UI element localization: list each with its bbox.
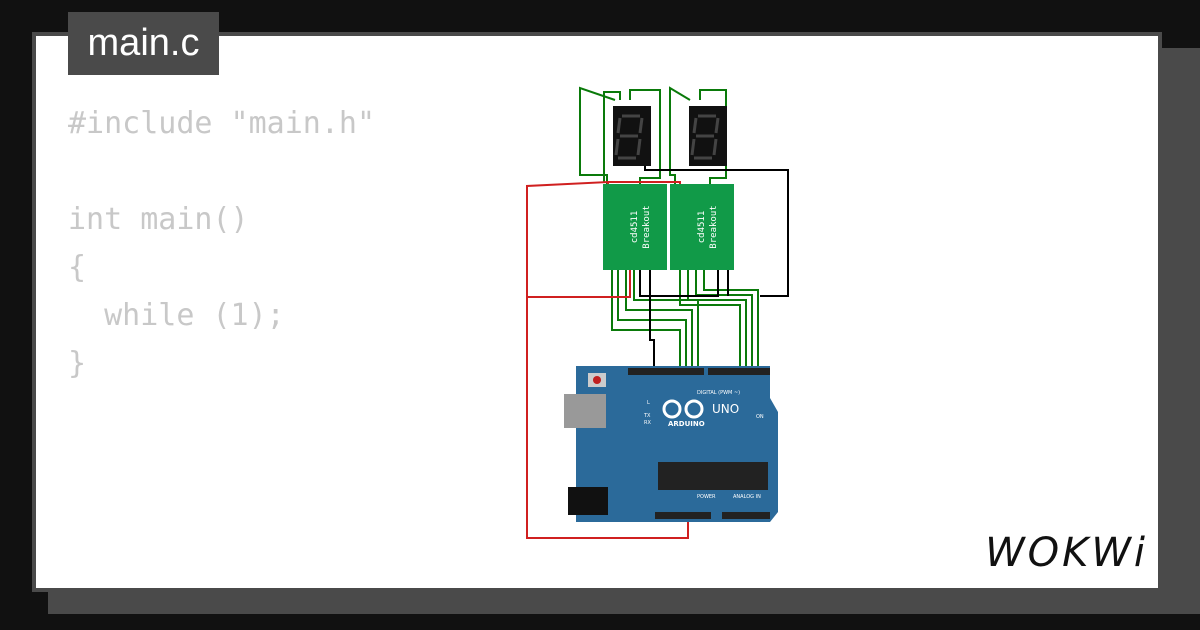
- breakout-label: Breakout: [642, 205, 652, 248]
- breakout-label: Breakout: [709, 205, 719, 248]
- code-line: int main(): [68, 202, 249, 237]
- tx-label: TX: [643, 413, 651, 419]
- code-line: #include "main.h": [68, 106, 376, 141]
- seven-segment-display[interactable]: [613, 106, 651, 166]
- code-line: while (1);: [68, 298, 285, 333]
- atmega-chip: [658, 462, 768, 490]
- power-header: [655, 512, 711, 519]
- breakout-label: cd4511: [697, 211, 707, 244]
- cd4511-breakout[interactable]: cd4511 Breakout: [603, 184, 667, 270]
- digital-label: DIGITAL (PWM ~): [697, 390, 740, 396]
- power-jack: [568, 487, 608, 515]
- breakout-label: cd4511: [630, 211, 640, 244]
- usb-port: [564, 394, 606, 428]
- black-wires: [639, 160, 789, 368]
- circuit-diagram: cd4511 Breakout cd4511 Breakout UNO ARDU…: [526, 86, 789, 539]
- digital-header: [628, 368, 704, 375]
- code-line: [68, 148, 375, 196]
- code-line: {: [68, 250, 87, 285]
- model-label: UNO: [712, 402, 739, 416]
- analog-header: [722, 512, 770, 519]
- power-label: POWER: [697, 494, 716, 500]
- arduino-uno[interactable]: UNO ARDUINO DIGITAL (PWM ~) POWER ANALOG…: [564, 366, 778, 522]
- analog-label: ANALOG IN: [733, 494, 761, 500]
- cd4511-breakout[interactable]: cd4511 Breakout: [670, 184, 734, 270]
- arduino-logo: [662, 399, 682, 419]
- on-label: ON: [756, 414, 764, 420]
- seven-segment-display[interactable]: [689, 106, 727, 166]
- l-label: L: [647, 400, 650, 406]
- rx-label: RX: [644, 420, 651, 426]
- digital-header: [708, 368, 770, 375]
- file-tab[interactable]: main.c: [68, 12, 219, 75]
- brand-label: ARDUINO: [668, 420, 705, 428]
- code-line: }: [68, 346, 87, 381]
- code-block: #include "main.h" int main() { while (1);}: [68, 100, 375, 388]
- green-wires: [579, 86, 759, 368]
- wokwi-logo: WOKWi: [985, 530, 1148, 576]
